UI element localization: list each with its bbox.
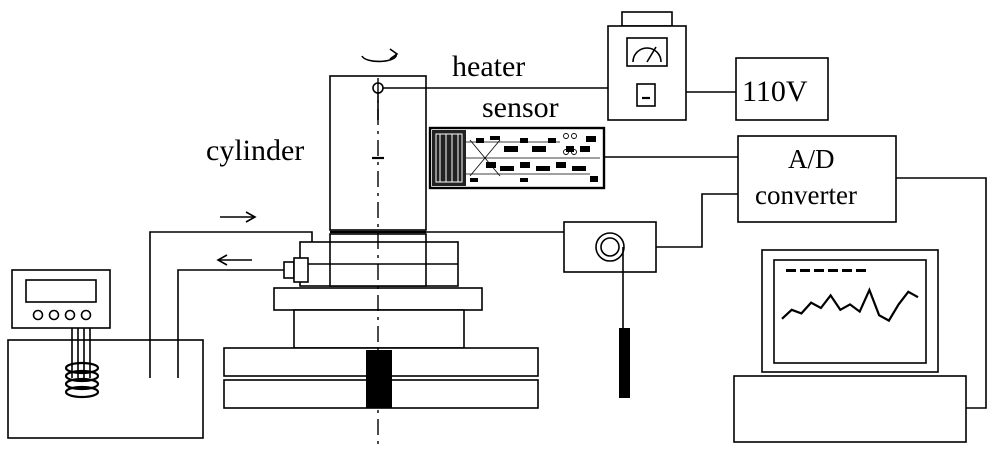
meter-gauge-icon [626,37,668,67]
cylinder-label: cylinder [206,134,304,167]
weight-icon [619,328,630,398]
heater-label: heater [452,50,525,83]
ad-label-line2: converter [755,180,857,210]
screen-legend-marks [786,269,866,272]
water-bath [7,231,313,439]
heater-power-supply [607,11,687,121]
voltage-label: 110V [742,75,808,108]
heating-coil-icon [64,361,100,399]
monitor-trace [781,287,919,323]
ad-converter [737,135,897,223]
pulley-sensor [563,221,657,398]
cylinder-assembly [223,48,539,445]
wiring [383,87,987,409]
bath-display [25,279,97,303]
ad-label-line1: A/D [788,144,835,174]
sensor-board [428,126,606,190]
computer [733,249,967,443]
motor-block [366,350,392,408]
computer-case [733,375,967,443]
voltage-source [735,57,829,121]
sensor-label: sensor [482,91,559,124]
flow-arrow-in-icon [220,211,257,223]
flow-arrow-out-icon [216,254,252,266]
rotation-arrow-icon [361,48,399,63]
switch-icon [636,83,656,107]
